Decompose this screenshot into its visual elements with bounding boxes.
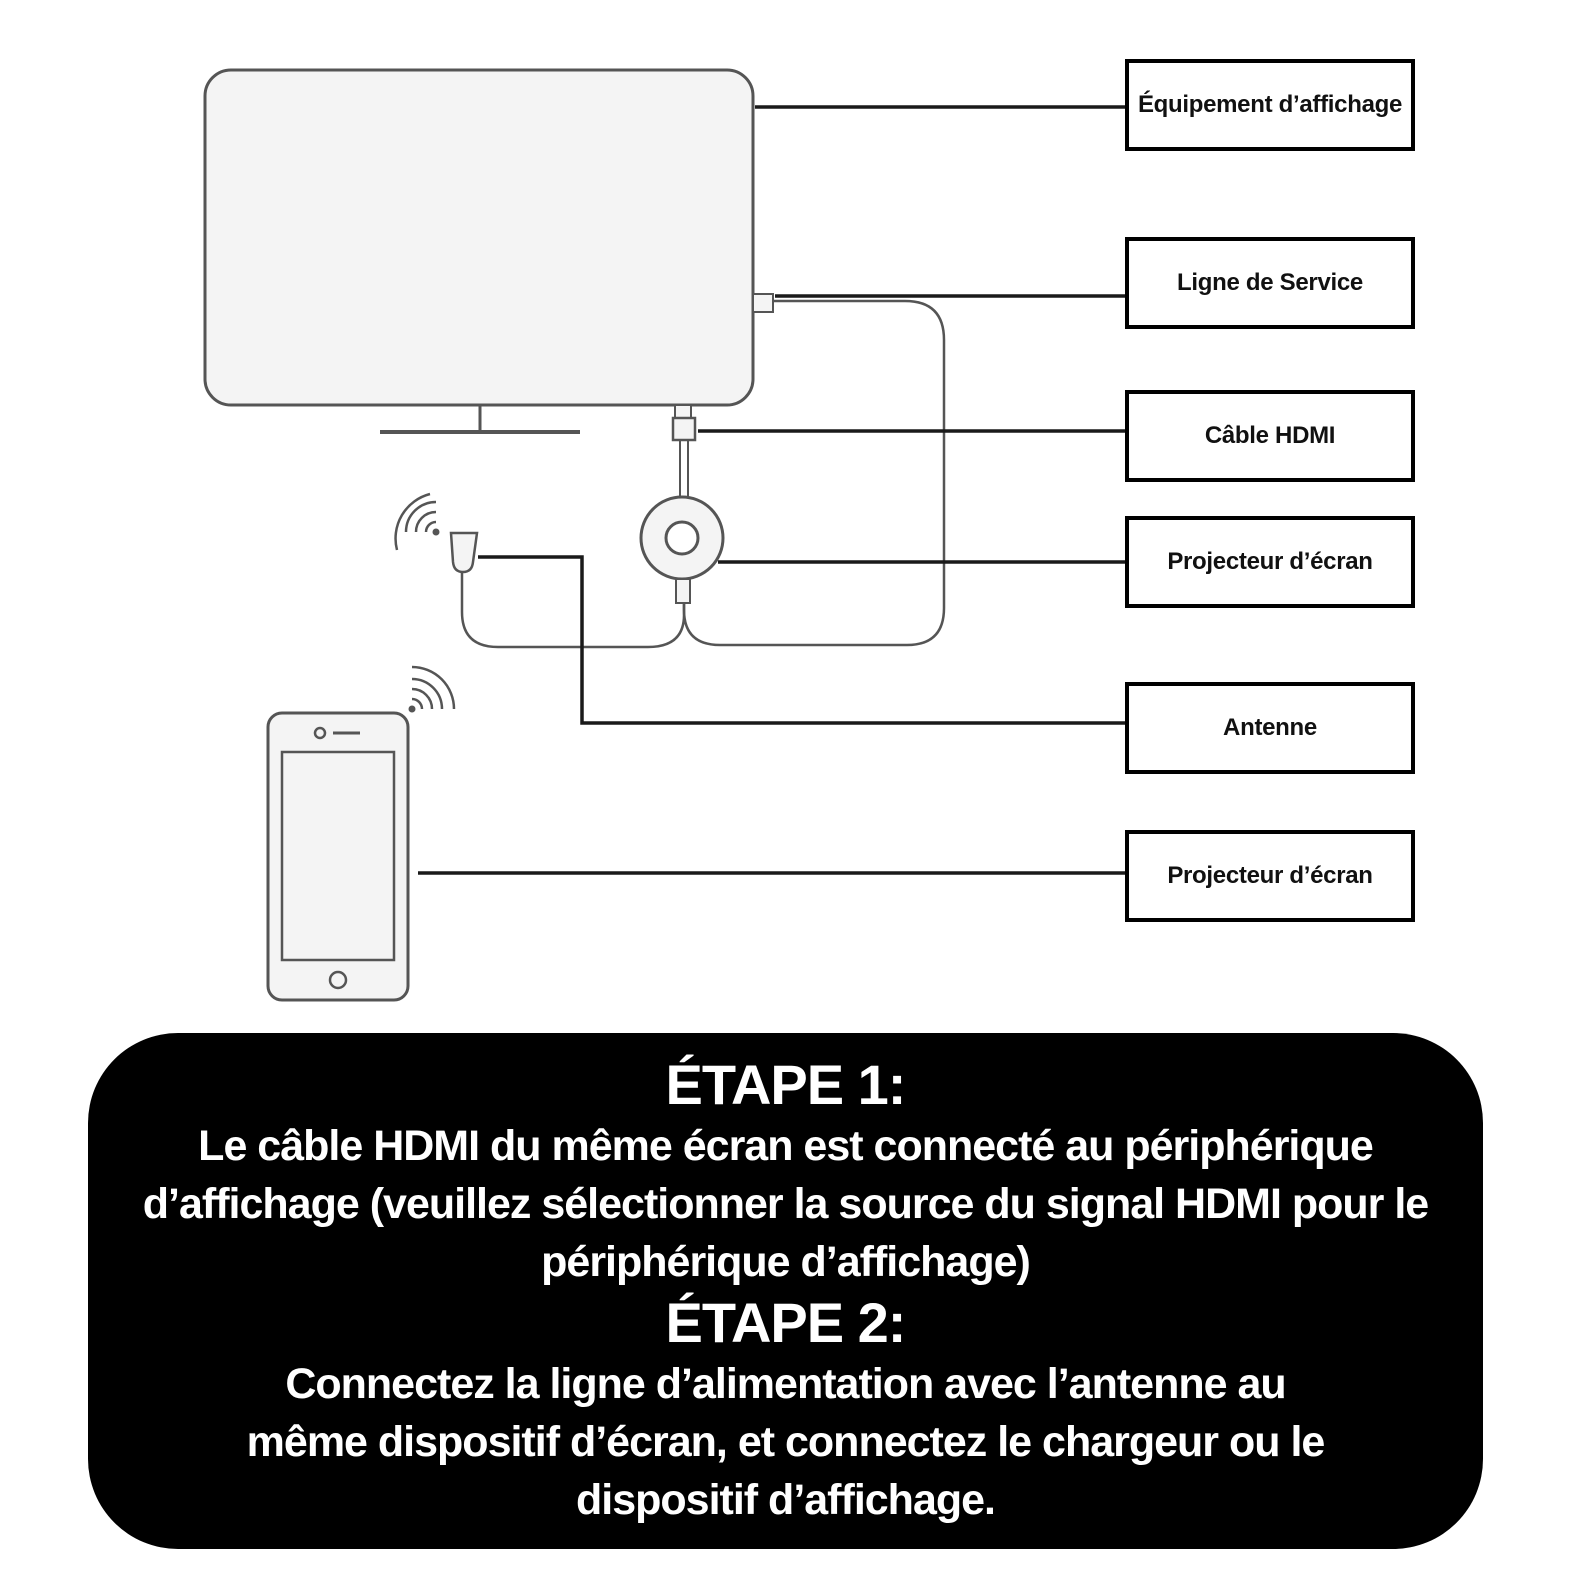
label-service-line: Ligne de Service — [1125, 237, 1415, 329]
label-service-line-text: Ligne de Service — [1177, 269, 1363, 296]
step2-text: Connectez la ligne d’alimentation avec l… — [246, 1360, 1326, 1524]
leader-lines — [418, 105, 1126, 875]
instructions-panel: ÉTAPE 1: Le câble HDMI du même écran est… — [88, 1033, 1483, 1549]
wifi-signal-icon — [408, 665, 456, 713]
step2-title: ÉTAPE 2: — [665, 1291, 907, 1354]
dongle-icon — [460, 299, 946, 649]
step1-title: ÉTAPE 1: — [665, 1053, 907, 1116]
tv-icon — [203, 68, 774, 434]
label-hdmi-cable-text: Câble HDMI — [1204, 422, 1336, 449]
smartphone-icon — [266, 711, 410, 1002]
label-screen-projector: Projecteur d’écran — [1125, 516, 1415, 608]
label-display-equipment: Équipement d’affichage — [1125, 59, 1415, 151]
label-phone-projector-text: Projecteur d’écran — [1167, 862, 1373, 889]
label-hdmi-cable: Câble HDMI — [1125, 390, 1415, 482]
label-screen-projector-text: Projecteur d’écran — [1167, 548, 1373, 575]
label-display-equipment-text: Équipement d’affichage — [1137, 91, 1403, 118]
label-antenna: Antenne — [1125, 682, 1415, 774]
label-phone-projector: Projecteur d’écran — [1125, 830, 1415, 922]
antenna-icon — [394, 492, 479, 574]
label-antenna-text: Antenne — [1223, 714, 1317, 741]
step1-text: Le câble HDMI du même écran est connecté… — [142, 1122, 1429, 1286]
